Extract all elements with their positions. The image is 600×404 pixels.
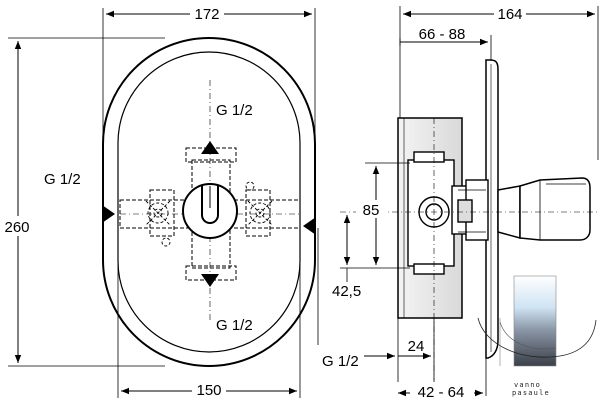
port-arrow-right [303,217,316,235]
dim-label-66-88: 66 - 88 [419,26,466,43]
dim-label-24: 24 [408,338,425,355]
port-arrow-left [102,205,115,223]
watermark-logo: vanno pasaule [477,275,597,397]
port-label-bottom: G 1/2 [216,317,253,334]
dim-label-164: 164 [497,6,522,23]
dim-label-172: 172 [194,6,219,23]
logo-text-line1: vanno [514,381,541,389]
port-label-top: G 1/2 [216,102,253,119]
side-view: 164 66 - 88 [332,4,599,401]
valve-body-side [407,151,489,275]
dim-label-42-64: 42 - 64 [418,384,465,401]
handle-side [497,177,591,241]
port-label-right: G 1/2 [322,353,359,370]
front-view: 172 260 150 [0,4,359,399]
dim-label-85: 85 [363,202,380,219]
port-label-left: G 1/2 [44,171,81,188]
dim-label-42-5: 42,5 [332,283,361,300]
port-arrow-bottom [201,274,219,287]
port-arrow-top [201,141,219,154]
dim-label-260: 260 [4,219,29,236]
dim-label-150: 150 [196,382,221,399]
left-port-fitting [145,200,171,247]
cover-plate-profile [485,59,499,359]
logo-text-line2: pasaule [512,389,550,397]
right-port-fitting [245,181,273,226]
